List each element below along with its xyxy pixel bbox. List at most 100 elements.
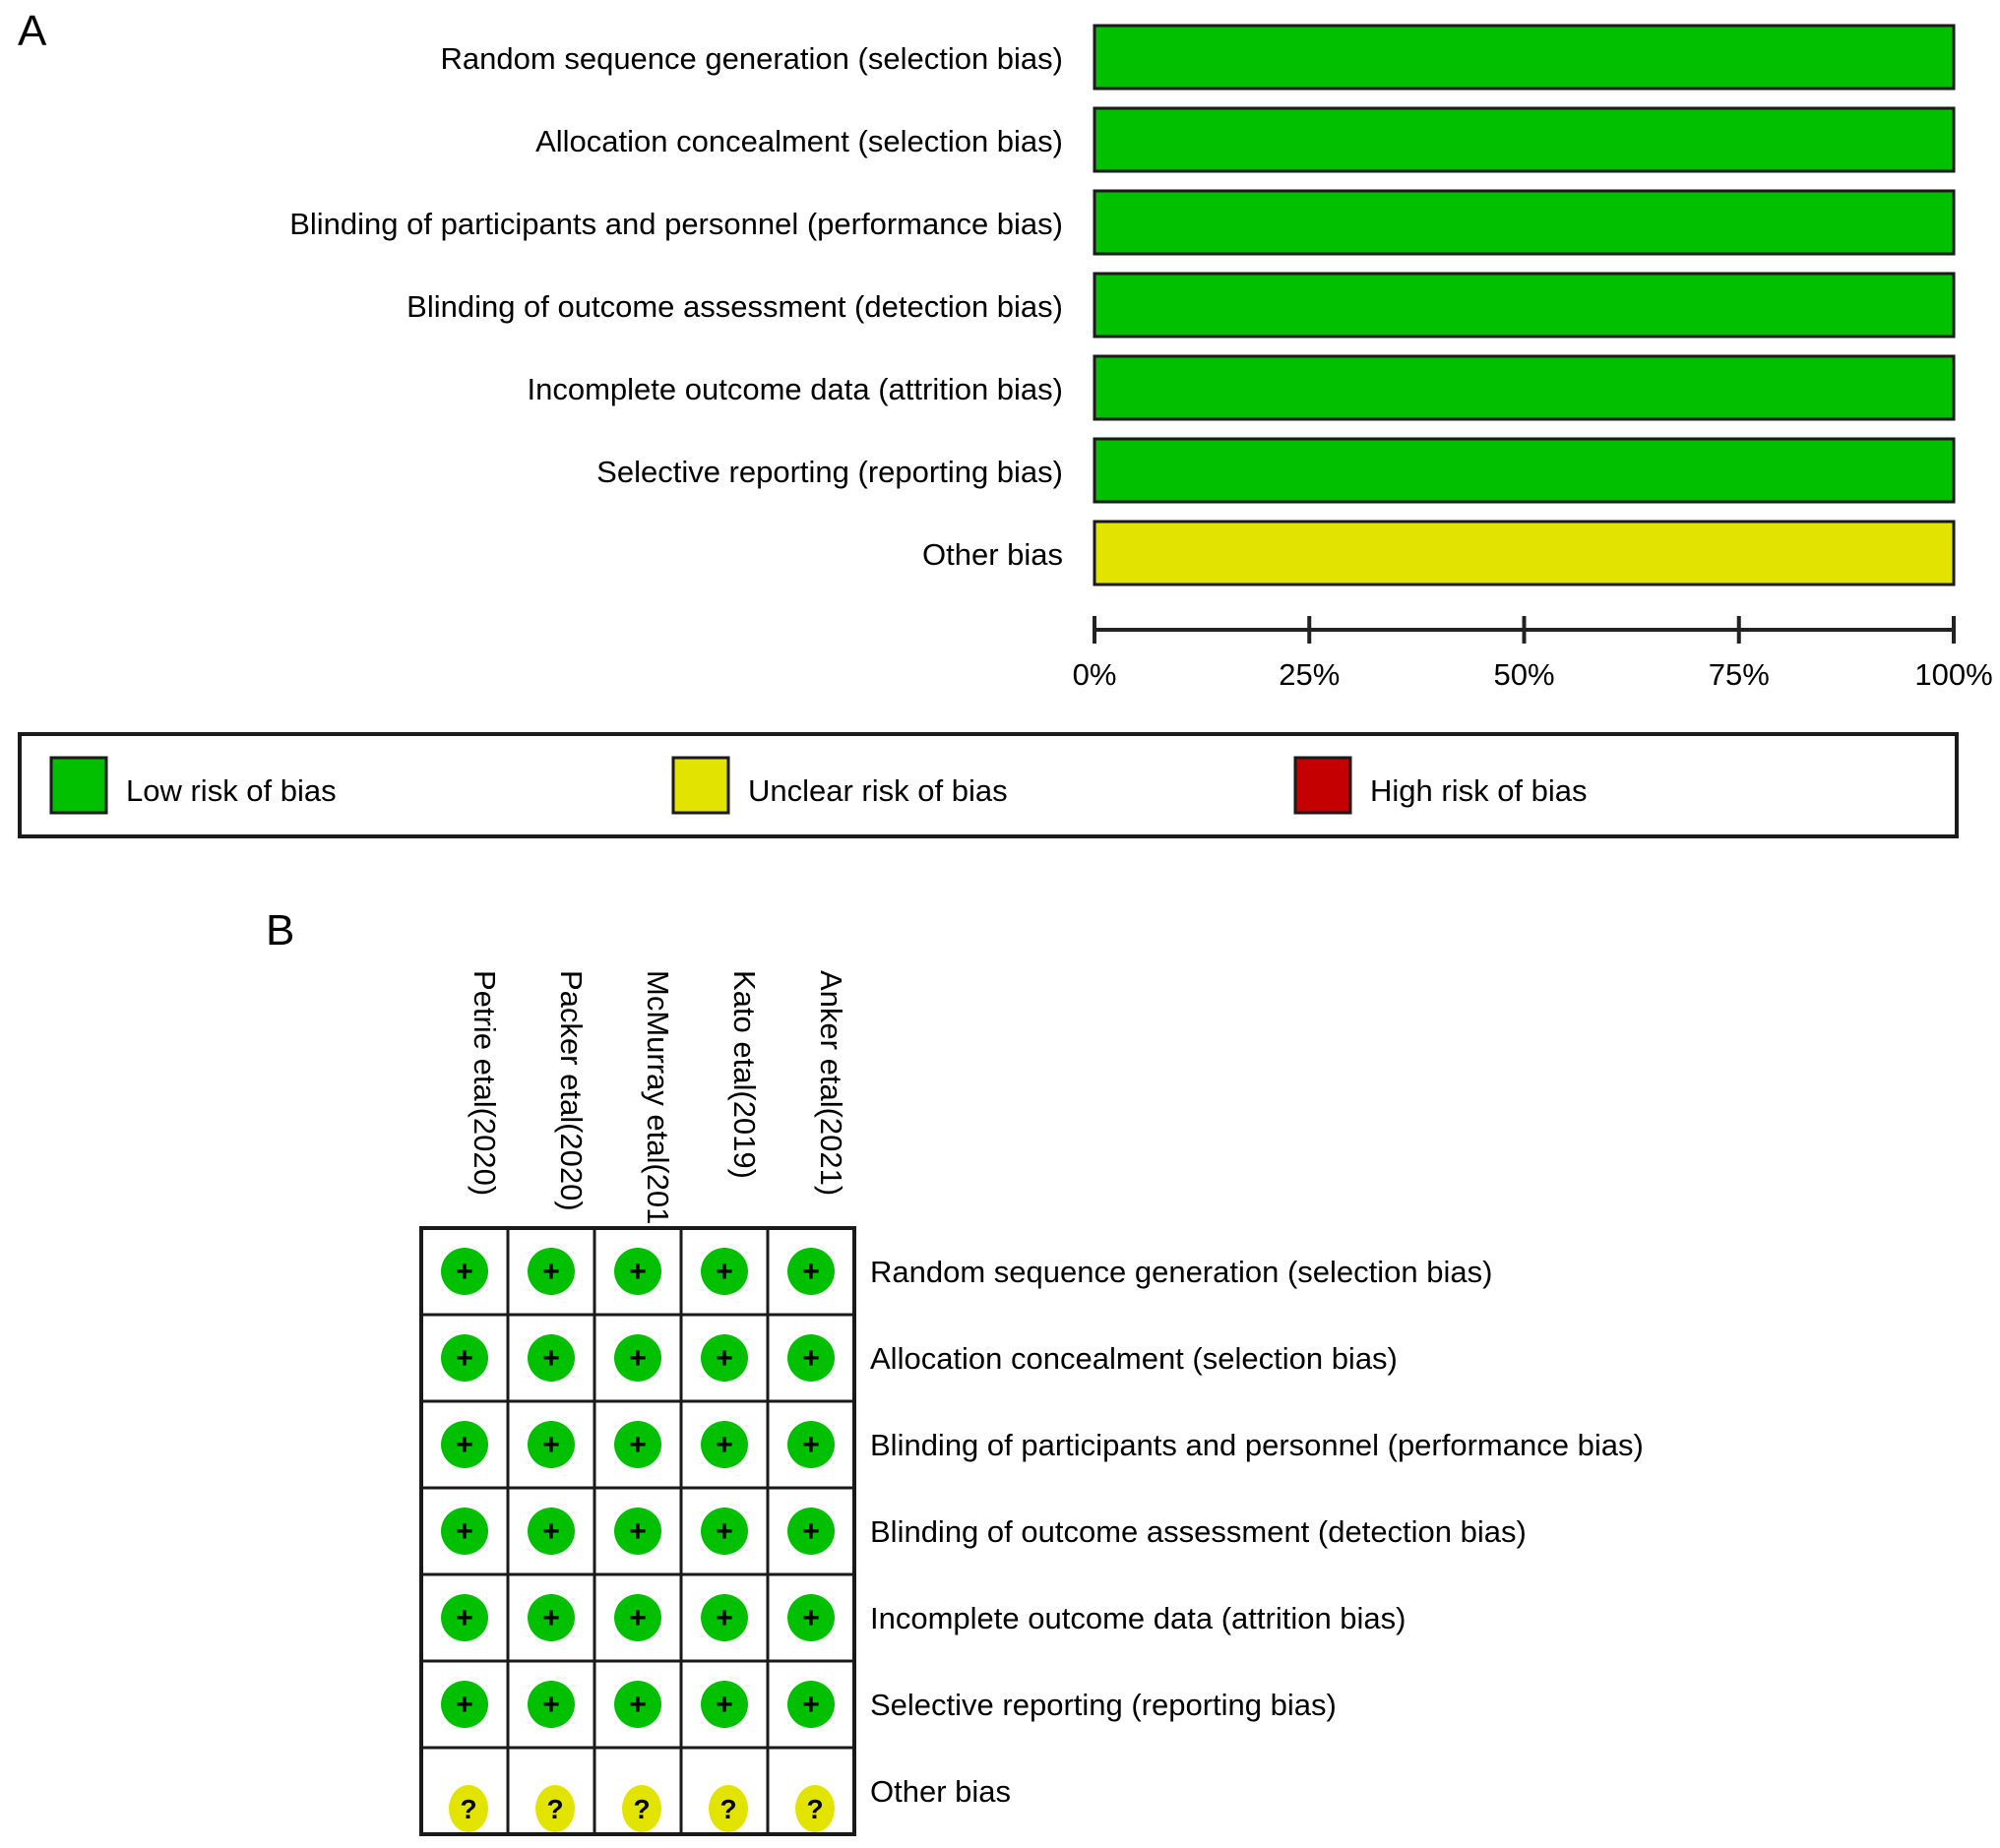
judgement-low (614, 1248, 661, 1295)
bar-label: Blinding of participants and personnel (… (289, 207, 1063, 241)
x-tick-label: 50% (1493, 657, 1554, 692)
judgement-symbol: ? (719, 1794, 736, 1824)
judgement-low (701, 1594, 748, 1641)
judgement-symbol: + (629, 1256, 647, 1288)
judgement-low (701, 1334, 748, 1382)
judgement-symbol: + (456, 1602, 473, 1634)
legend-swatch-unclear (671, 756, 730, 815)
judgement-symbol: + (456, 1689, 473, 1721)
legend-box (18, 732, 1959, 838)
x-tick-label: 100% (1914, 657, 1992, 692)
judgement-symbol: + (802, 1602, 820, 1634)
risk-of-bias-table: Petrie etal(2020)Packer etal(2020)McMurr… (419, 970, 1644, 1836)
judgement-symbol: + (456, 1515, 473, 1548)
judgement-low (787, 1248, 835, 1295)
judgement-low (614, 1594, 661, 1641)
legend-swatch-low (49, 756, 108, 815)
judgement-symbol: + (716, 1256, 733, 1288)
judgement-low (441, 1594, 488, 1641)
judgement-low (528, 1248, 575, 1295)
judgement-low (614, 1421, 661, 1468)
domain-label: Selective reporting (reporting bias) (870, 1688, 1337, 1722)
legend-label: Unclear risk of bias (748, 773, 1008, 808)
judgement-symbol: + (629, 1429, 647, 1461)
domain-label: Random sequence generation (selection bi… (870, 1255, 1492, 1289)
panel-a-letter: A (18, 7, 47, 55)
judgement-low (441, 1508, 488, 1555)
bar-low (1093, 354, 1956, 421)
judgement-low (787, 1594, 835, 1641)
judgement-low (701, 1681, 748, 1728)
bar-label: Blinding of outcome assessment (detectio… (406, 289, 1063, 324)
judgement-symbol: ? (460, 1794, 476, 1824)
judgement-symbol: + (802, 1689, 820, 1721)
judgement-symbol: ? (633, 1794, 650, 1824)
bar-low (1093, 106, 1956, 173)
judgement-symbol: + (542, 1515, 560, 1548)
bar-low (1093, 24, 1956, 91)
judgement-low (441, 1248, 488, 1295)
domain-label: Blinding of outcome assessment (detectio… (870, 1514, 1527, 1549)
judgement-symbol: + (716, 1342, 733, 1375)
domain-label: Other bias (870, 1774, 1011, 1809)
judgement-low (614, 1681, 661, 1728)
x-tick-label: 25% (1279, 657, 1340, 692)
bar-unclear (1093, 520, 1956, 586)
judgement-low (528, 1681, 575, 1728)
judgement-low (701, 1248, 748, 1295)
judgement-unclear (535, 1785, 575, 1832)
domain-label: Incomplete outcome data (attrition bias) (870, 1601, 1406, 1635)
judgement-symbol: + (542, 1602, 560, 1634)
judgement-low (701, 1421, 748, 1468)
judgement-symbol: + (456, 1342, 473, 1375)
judgement-symbol: + (716, 1515, 733, 1548)
judgement-low (701, 1508, 748, 1555)
bar-label: Random sequence generation (selection bi… (441, 41, 1063, 76)
judgement-symbol: ? (806, 1794, 823, 1824)
x-axis: 0% 25% 50% 75% 100% (1073, 616, 1993, 692)
judgement-low (528, 1594, 575, 1641)
judgement-low (787, 1421, 835, 1468)
judgement-symbol: + (716, 1602, 733, 1634)
judgement-low (787, 1334, 835, 1382)
bar-label: Other bias (922, 537, 1063, 572)
judgement-symbol: + (542, 1429, 560, 1461)
judgement-low (528, 1421, 575, 1468)
judgement-unclear (795, 1785, 835, 1832)
judgement-symbol: + (542, 1689, 560, 1721)
bar-label: Incomplete outcome data (attrition bias) (528, 372, 1064, 406)
judgement-symbol: + (456, 1256, 473, 1288)
judgement-symbol: ? (546, 1794, 563, 1824)
judgement-symbol: + (802, 1342, 820, 1375)
judgement-symbol: + (629, 1689, 647, 1721)
judgement-symbol: + (802, 1515, 820, 1548)
judgement-low (787, 1508, 835, 1555)
judgement-symbol: + (542, 1342, 560, 1375)
x-tick-label: 75% (1709, 657, 1770, 692)
judgement-unclear (709, 1785, 748, 1832)
judgement-low (441, 1334, 488, 1382)
judgement-symbol: + (802, 1429, 820, 1461)
judgement-low (441, 1421, 488, 1468)
judgement-low (787, 1681, 835, 1728)
study-label: McMurray etal(2019) (641, 970, 675, 1252)
judgement-symbol: + (542, 1256, 560, 1288)
judgement-symbol: + (802, 1256, 820, 1288)
bar-label: Selective reporting (reporting bias) (596, 455, 1063, 489)
bar-low (1093, 437, 1956, 504)
judgement-symbol: + (716, 1429, 733, 1461)
judgement-low (614, 1508, 661, 1555)
bar-low (1093, 272, 1956, 339)
panel-b-letter: B (266, 906, 294, 955)
judgement-symbol: + (629, 1515, 647, 1548)
x-tick-label: 0% (1073, 657, 1117, 692)
study-label: Kato etal(2019) (727, 970, 762, 1179)
judgement-symbol: + (629, 1342, 647, 1375)
risk-of-bias-summary-chart: Random sequence generation (selection bi… (289, 24, 1956, 586)
domain-label: Blinding of participants and personnel (… (870, 1428, 1644, 1462)
judgement-low (614, 1334, 661, 1382)
legend-swatch-high (1293, 756, 1352, 815)
bar-label: Allocation concealment (selection bias) (535, 124, 1063, 158)
